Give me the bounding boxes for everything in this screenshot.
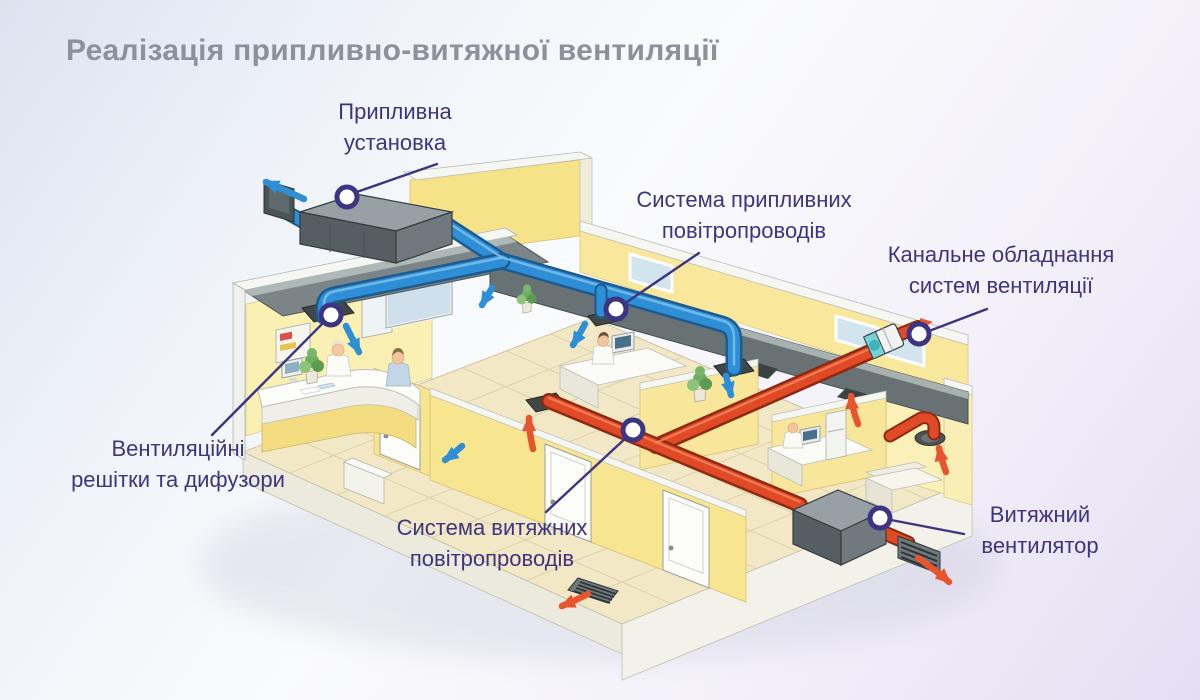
label-duct-equipment: Канальне обладнання систем вентиляції <box>887 242 1115 298</box>
window <box>628 252 674 294</box>
callout-line-exhaust-fan <box>889 518 966 536</box>
exhaust-arrow <box>558 590 592 610</box>
callout-marker-supply-ducts <box>603 296 629 322</box>
callout-marker-exhaust-ducts <box>620 417 646 443</box>
label-exhaust-ducts: Система витяжних повітропроводів <box>396 515 588 571</box>
supply-airflow-arrows <box>262 178 735 464</box>
supply-unit-box <box>297 193 455 264</box>
exhaust-arrow <box>845 392 862 428</box>
callout-line-supply-unit <box>349 162 439 196</box>
callout-line-duct-equipment <box>927 307 989 333</box>
label-grilles-diffusers: Вентиляційні решітки та дифузори <box>71 436 285 492</box>
label-exhaust-fan: Витяжний вентилятор <box>981 502 1099 558</box>
exhaust-arrow <box>914 554 953 586</box>
sofa <box>864 461 944 513</box>
callout-marker-supply-unit <box>334 184 360 210</box>
label-supply-ducts: Система припливних повітропроводів <box>636 187 852 243</box>
reception-counter <box>257 357 421 453</box>
supply-arrow <box>342 322 363 356</box>
receptionist-person <box>325 340 352 377</box>
callout-marker-grilles-diffusers <box>318 302 344 328</box>
office-desk <box>558 331 688 409</box>
exhaust-floor-grille <box>567 577 619 604</box>
label-supply-unit: Припливна установка <box>338 99 452 155</box>
callout-marker-exhaust-fan <box>867 505 893 531</box>
callout-line-grilles-diffusers <box>210 317 329 437</box>
supply-arrow <box>569 320 589 349</box>
inline-duct-fan <box>862 323 905 360</box>
office-worker-person <box>782 422 804 449</box>
exhaust-arrow <box>522 414 537 453</box>
callout-lines <box>210 162 989 536</box>
supply-arrow <box>441 442 466 464</box>
page-title: Реалізація припливно-витяжної вентиляції <box>66 34 719 67</box>
supply-arrow <box>262 178 308 203</box>
supply-arrow <box>478 284 496 309</box>
supply-arrow <box>721 372 735 399</box>
callout-markers <box>318 184 932 531</box>
exhaust-arrow <box>934 444 950 476</box>
callout-marker-duct-equipment <box>906 321 932 347</box>
computer-monitor <box>281 357 303 383</box>
kitchen-fridge <box>825 409 847 461</box>
door <box>662 489 710 589</box>
visitor-person <box>385 348 412 387</box>
callout-line-exhaust-ducts <box>544 433 631 514</box>
exhaust-airflow-arrows <box>522 392 953 610</box>
office-worker-person <box>591 332 615 365</box>
callout-line-supply-ducts <box>619 251 701 308</box>
